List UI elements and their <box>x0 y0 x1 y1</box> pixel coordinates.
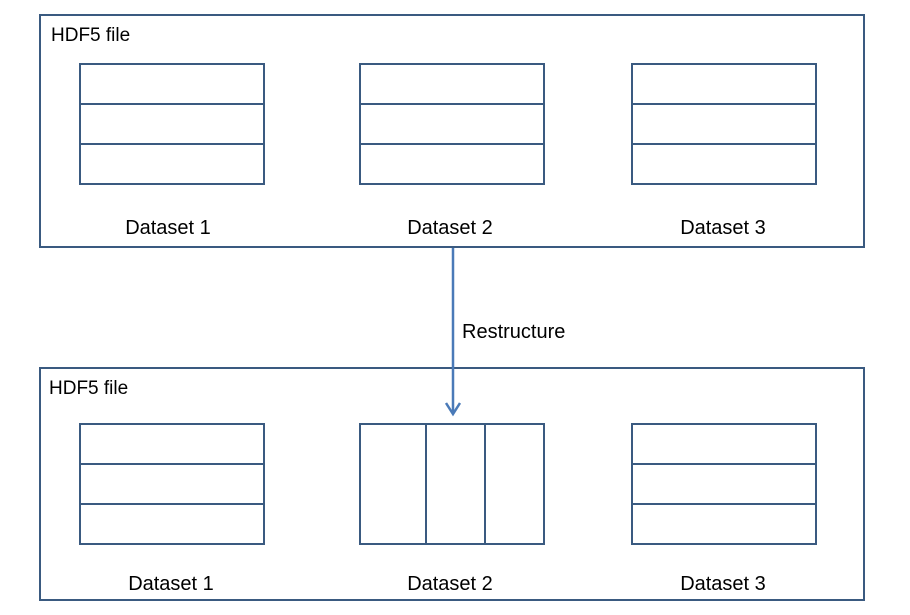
table-row <box>361 145 543 183</box>
table-row <box>633 105 815 145</box>
table-row <box>361 105 543 145</box>
table-row <box>633 145 815 183</box>
table-column <box>486 425 543 543</box>
table-row <box>81 505 263 543</box>
top-dataset-2-table <box>359 63 545 185</box>
bottom-dataset-3-table <box>631 423 817 545</box>
top-hdf5-file <box>39 14 865 248</box>
table-row <box>81 145 263 183</box>
table-row <box>633 65 815 105</box>
table-row <box>81 65 263 105</box>
bottom-dataset-1-label: Dataset 1 <box>128 573 214 595</box>
table-row <box>633 465 815 505</box>
top-dataset-1-label: Dataset 1 <box>125 217 211 239</box>
table-column <box>361 425 427 543</box>
bottom-dataset-3-label: Dataset 3 <box>680 573 766 595</box>
table-row <box>81 465 263 505</box>
top-dataset-2-label: Dataset 2 <box>407 217 493 239</box>
top-file-title: HDF5 file <box>51 25 131 46</box>
bottom-dataset-2-label: Dataset 2 <box>407 573 493 595</box>
table-row <box>81 105 263 145</box>
bottom-dataset-2-table <box>359 423 545 545</box>
top-dataset-3-table <box>631 63 817 185</box>
table-row <box>81 425 263 465</box>
bottom-file-title: HDF5 file <box>49 378 129 399</box>
table-row <box>633 425 815 465</box>
restructure-label: Restructure <box>462 321 566 343</box>
table-row <box>633 505 815 543</box>
top-dataset-1-table <box>79 63 265 185</box>
table-column <box>427 425 486 543</box>
bottom-dataset-1-table <box>79 423 265 545</box>
table-row <box>361 65 543 105</box>
top-dataset-3-label: Dataset 3 <box>680 217 766 239</box>
